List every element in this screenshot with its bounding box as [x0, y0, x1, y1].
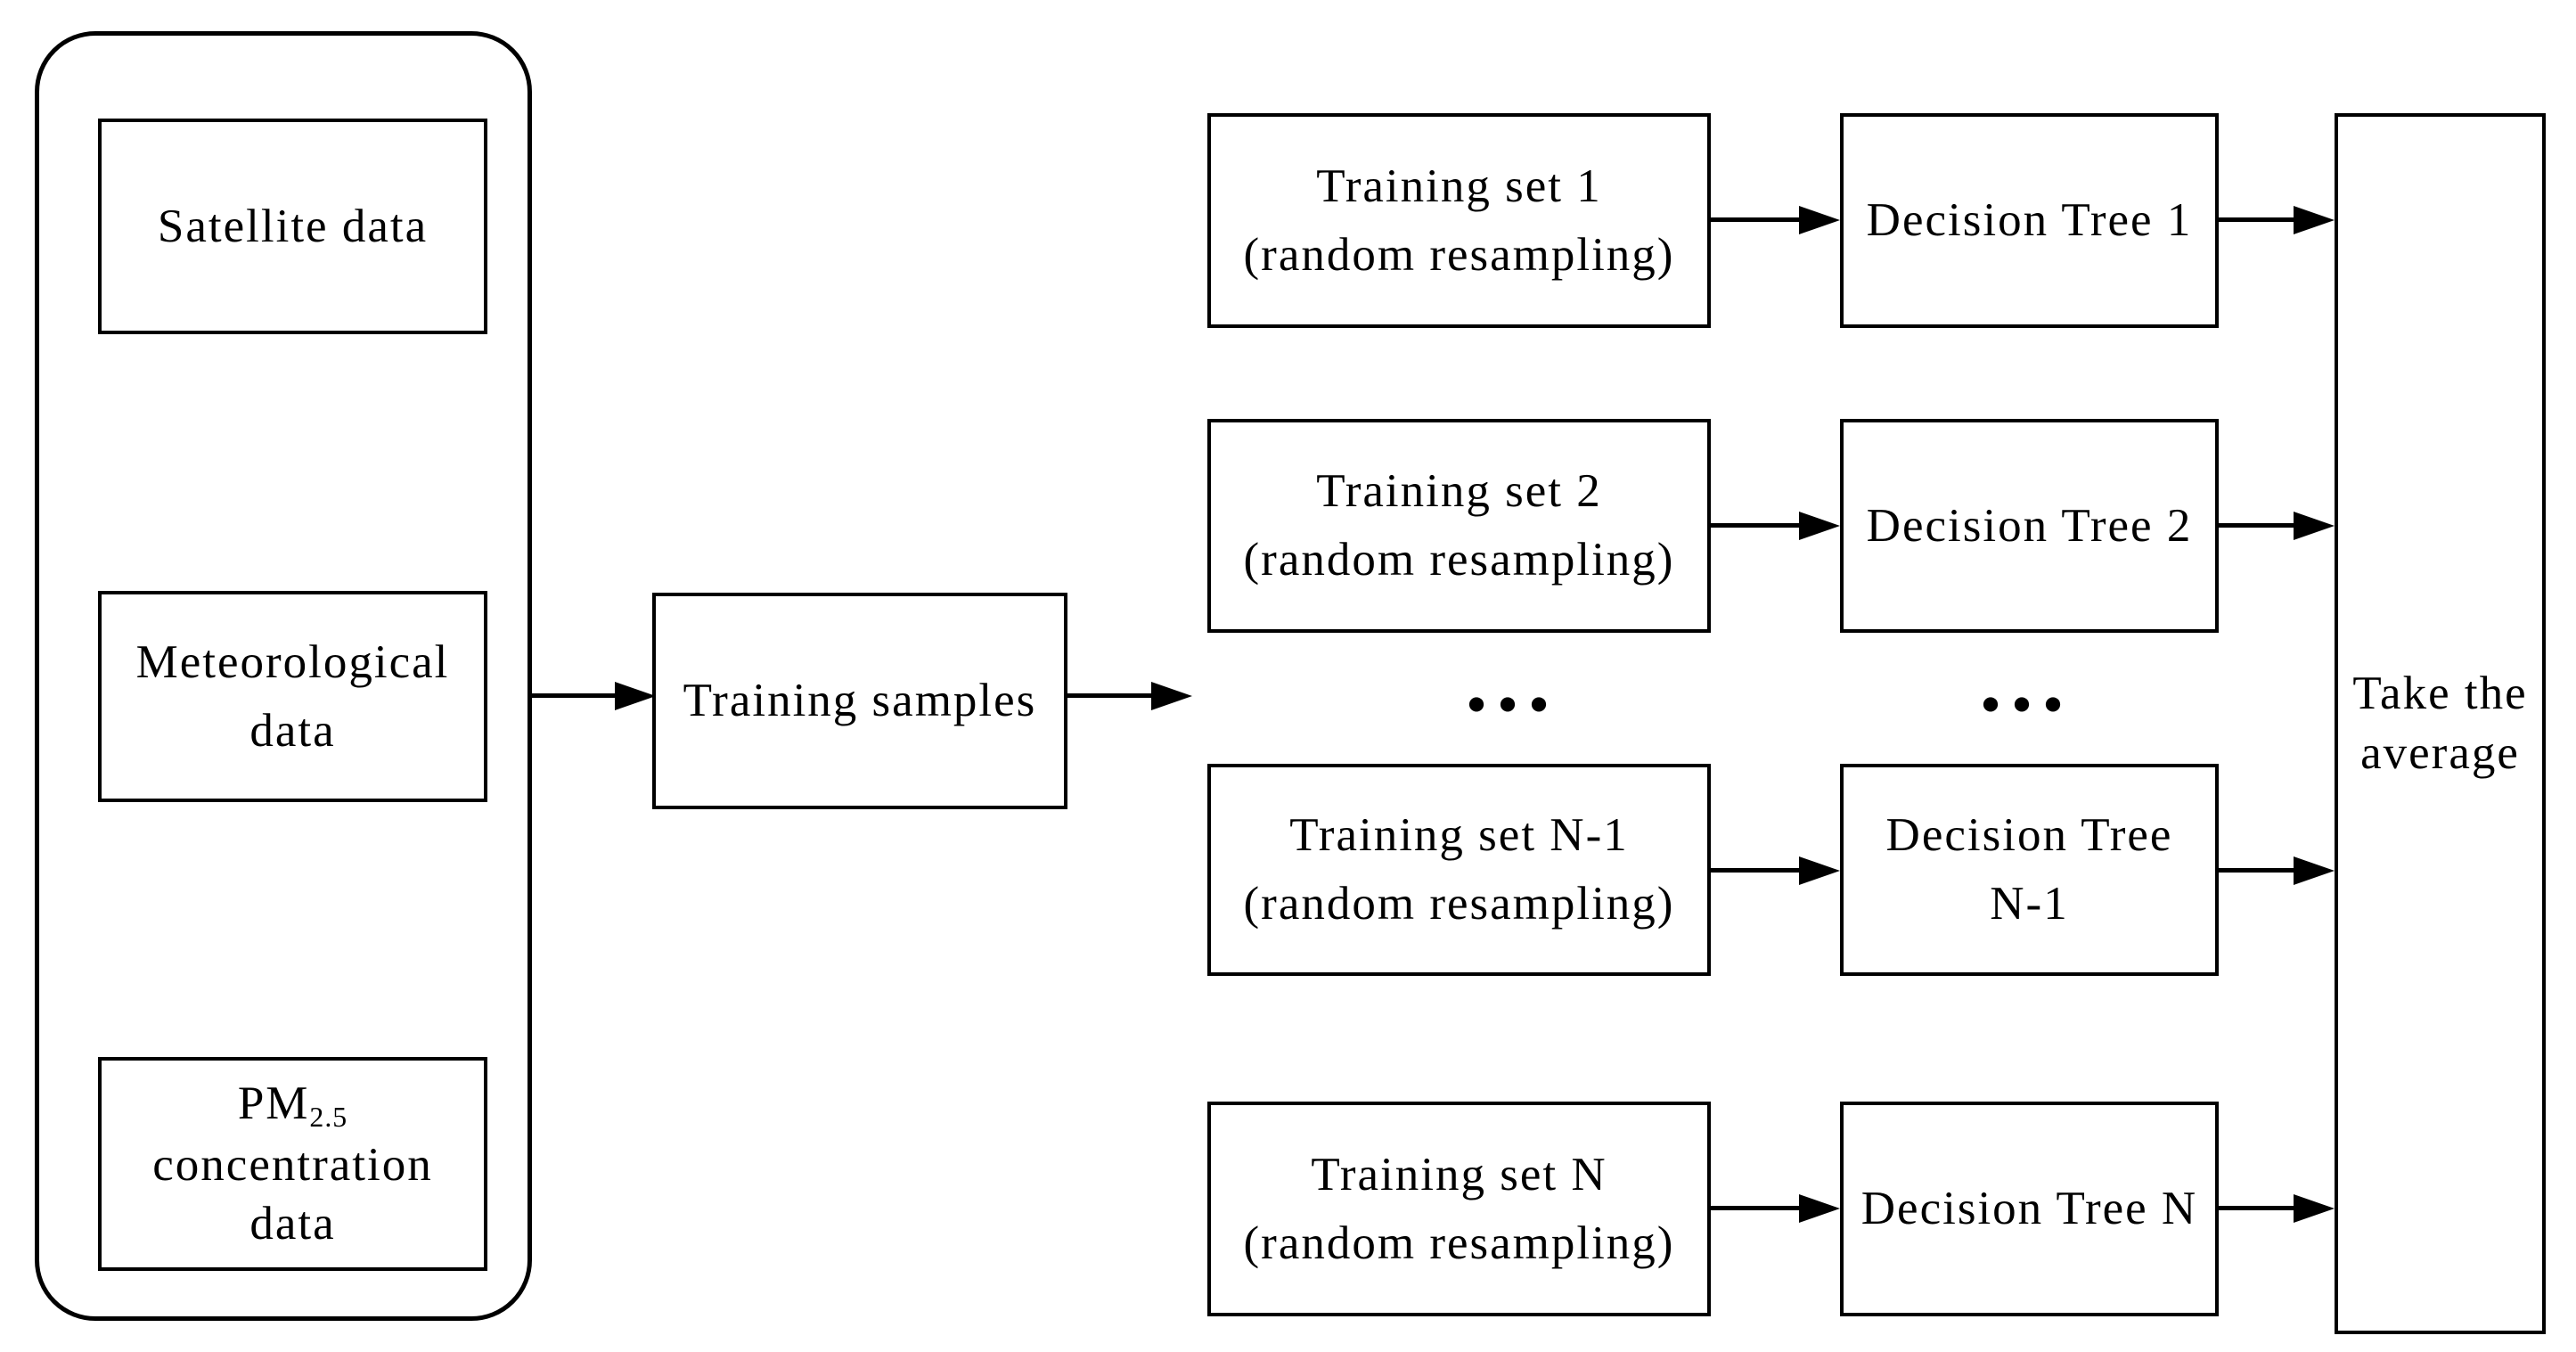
training-samples-label: Training samples	[683, 675, 1037, 727]
ellipsis-decision-trees: ...	[1979, 631, 2073, 730]
meteorological-label-line1: Meteorological	[135, 635, 450, 688]
training-set-n-1-box: Training set N-1 (random resampling)	[1207, 764, 1711, 976]
training-samples-box: Training samples	[652, 593, 1067, 809]
arrow-decision-tree-n-1-to-average	[2218, 868, 2294, 873]
arrow-training-set-n-to-decision-tree-n	[1710, 1206, 1799, 1210]
pm25-label-main: PM	[237, 1077, 310, 1129]
decision-tree-n-label: Decision Tree N	[1860, 1183, 2198, 1235]
training-set-1-label: Training set 1	[1316, 160, 1602, 212]
pm25-concentration-data-box: PM2.5 concentration data	[98, 1057, 487, 1271]
pm25-label-line2: concentration	[152, 1138, 433, 1191]
arrow-decision-tree-n-to-average	[2218, 1206, 2294, 1210]
pm25-label-line3: data	[249, 1198, 336, 1250]
meteorological-label-line2: data	[249, 704, 336, 757]
decision-tree-2-label: Decision Tree 2	[1866, 499, 2193, 552]
training-set-n-label: Training set N	[1311, 1148, 1607, 1200]
take-the-average-label-line2: average	[2360, 727, 2520, 779]
satellite-data-box: Satellite data	[98, 119, 487, 334]
training-set-n-1-sublabel: (random resampling)	[1243, 878, 1675, 930]
training-set-n-box: Training set N (random resampling)	[1207, 1102, 1711, 1316]
arrow-decision-tree-1-to-average	[2218, 217, 2294, 222]
decision-tree-n-1-label: Decision Tree	[1885, 809, 2173, 862]
training-set-1-sublabel: (random resampling)	[1243, 228, 1675, 281]
satellite-data-label: Satellite data	[157, 200, 429, 252]
pm25-label-subscript: 2.5	[309, 1101, 348, 1133]
take-the-average-label-line1: Take the	[2352, 668, 2528, 720]
decision-tree-n-1-box: Decision Tree N-1	[1840, 764, 2219, 976]
arrow-input-group-to-training-samples	[532, 693, 615, 698]
take-the-average-box: Take the average	[2335, 113, 2546, 1334]
meteorological-data-box: Meteorological data	[98, 591, 487, 802]
pm25-label-line1: PM2.5	[238, 1074, 348, 1135]
training-set-1-box: Training set 1 (random resampling)	[1207, 113, 1711, 328]
arrow-training-samples-to-training-sets	[1067, 693, 1151, 698]
ellipsis-training-sets: ...	[1465, 631, 1559, 730]
arrow-training-set-n-1-to-decision-tree-n-1	[1710, 868, 1799, 873]
arrow-training-set-2-to-decision-tree-2	[1710, 523, 1799, 528]
training-set-n-sublabel: (random resampling)	[1243, 1217, 1675, 1269]
decision-tree-n-1-sublabel: N-1	[1990, 878, 2069, 930]
training-set-2-label: Training set 2	[1316, 465, 1602, 518]
training-set-n-1-label: Training set N-1	[1289, 809, 1629, 862]
arrow-training-set-1-to-decision-tree-1	[1710, 217, 1799, 222]
training-set-2-sublabel: (random resampling)	[1243, 534, 1675, 586]
decision-tree-1-label: Decision Tree 1	[1866, 194, 2193, 247]
decision-tree-2-box: Decision Tree 2	[1840, 419, 2219, 633]
training-set-2-box: Training set 2 (random resampling)	[1207, 419, 1711, 633]
decision-tree-1-box: Decision Tree 1	[1840, 113, 2219, 328]
decision-tree-n-box: Decision Tree N	[1840, 1102, 2219, 1316]
arrow-decision-tree-2-to-average	[2218, 523, 2294, 528]
